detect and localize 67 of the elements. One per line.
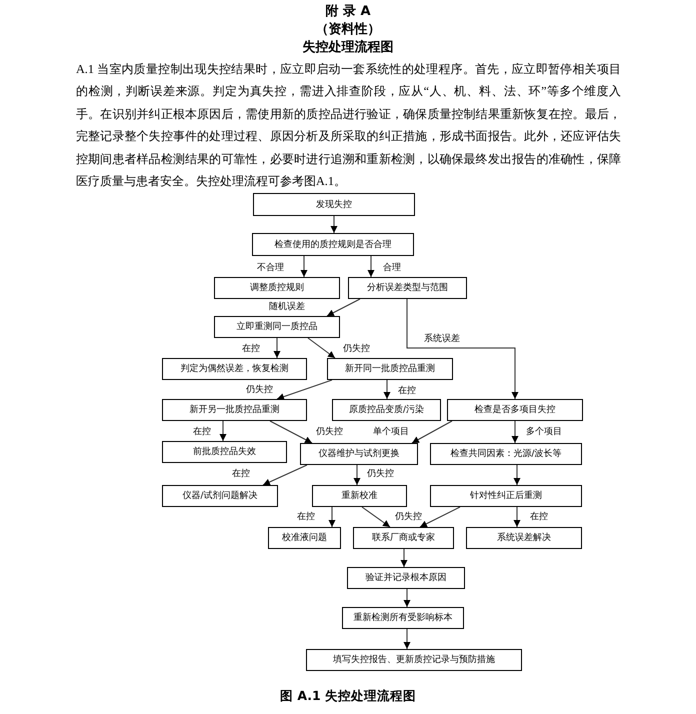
edge-label: 在控 (232, 468, 250, 480)
arrow (420, 506, 460, 528)
paragraph: A.1 当室内质量控制出现失控结果时，应立即启动一套系统性的处理程序。首先，应立即暂停相关项目的检测，判断误差来源。判定为真失控，需进入排查阶段，应从“人、机、料、法、环”等多个维度入手。在识别并纠正根本原因后，需使用新的质控品进行验证，确保质量控制结果重新恢复在控。最后，完整记录整个失控事件的处理过程、原因分析及所采取的纠正措施，形成书面报告。此外，还应评估失控期间患者样品检测结果的可靠性，必要时进行追溯和重新检测，以确保最终发出报告的准确性，保障医疗质量与患者安全。失控处理流程可参考图A.1。 (76, 61, 621, 190)
process-box: 发现失控 (253, 193, 415, 216)
edge-label: 在控 (398, 385, 416, 397)
edge-label: 仍失控 (367, 468, 394, 480)
process-box: 判定为偶然误差，恢复检测 (162, 358, 307, 380)
process-box: 检查是否多项目失控 (447, 399, 583, 421)
edge-label: 在控 (193, 426, 211, 438)
process-box: 新开同一批质控品重测 (327, 358, 453, 380)
arrow (308, 338, 336, 358)
arrow (274, 338, 280, 358)
arrow (514, 464, 520, 486)
edge-label: 在控 (297, 511, 315, 523)
process-box: 新开另一批质控品重测 (162, 399, 307, 421)
process-box: 联系厂商或专家 (353, 527, 454, 549)
arrow (368, 256, 374, 278)
process-box: 校准液问题 (268, 527, 341, 549)
process-box: 原质控品变质/污染 (332, 399, 441, 421)
process-box: 重新校准 (312, 485, 407, 507)
edge-label: 仍失控 (395, 511, 422, 523)
arrow (400, 548, 408, 568)
edge-label: 仍失控 (316, 426, 343, 438)
arrow (404, 628, 410, 650)
process-box: 仪器维护与试剂更换 (300, 443, 418, 465)
figure-caption: 图 A.1 失控处理流程图 (278, 688, 418, 704)
edge-label: 单个项目 (373, 426, 409, 438)
process-box: 检查使用的质控规则是否合理 (252, 233, 414, 256)
arrow (412, 420, 452, 444)
arrow (330, 216, 338, 234)
arrow (404, 588, 410, 608)
arrow (384, 380, 390, 400)
arrow (270, 420, 312, 444)
arrow (328, 506, 336, 528)
edge-label: 多个项目 (526, 426, 562, 438)
process-box: 针对性纠正后重测 (430, 485, 582, 507)
process-box: 立即重测同一质控品 (214, 316, 340, 338)
arrow (406, 298, 518, 400)
process-box: 验证并记录根本原因 (347, 567, 465, 589)
edge-label: 在控 (530, 511, 548, 523)
appendix-note: （资料性） (314, 22, 382, 38)
edge-label: 仍失控 (343, 343, 370, 355)
arrow (512, 420, 518, 444)
edge-label: 不合理 (257, 262, 284, 274)
arrow (326, 298, 360, 316)
process-box: 分析误差类型与范围 (348, 277, 467, 299)
edge-label: 合理 (383, 262, 401, 274)
process-box: 填写失控报告、更新质控记录与预防措施 (306, 649, 522, 671)
process-box: 调整质控规则 (214, 277, 340, 299)
process-box: 重新检测所有受影响标本 (342, 607, 464, 629)
arrow (514, 506, 520, 528)
edge-label: 在控 (242, 343, 260, 355)
arrow (262, 464, 308, 486)
edge-label: 随机误差 (269, 301, 305, 313)
edge-label: 系统误差 (424, 333, 460, 345)
appendix-heading: 附 录 A (324, 4, 372, 20)
title: 失控处理流程图 (302, 40, 394, 56)
arrow (276, 380, 332, 400)
process-box: 仪器/试剂问题解决 (162, 485, 278, 507)
edge-label: 仍失控 (246, 384, 273, 396)
process-box: 前批质控品失效 (162, 441, 287, 463)
arrow (354, 464, 360, 486)
arrow (362, 506, 390, 528)
arrow (300, 256, 308, 278)
process-box: 系统误差解决 (466, 527, 582, 549)
arrow (220, 420, 226, 442)
process-box: 检查共同因素：光源/波长等 (430, 443, 582, 465)
